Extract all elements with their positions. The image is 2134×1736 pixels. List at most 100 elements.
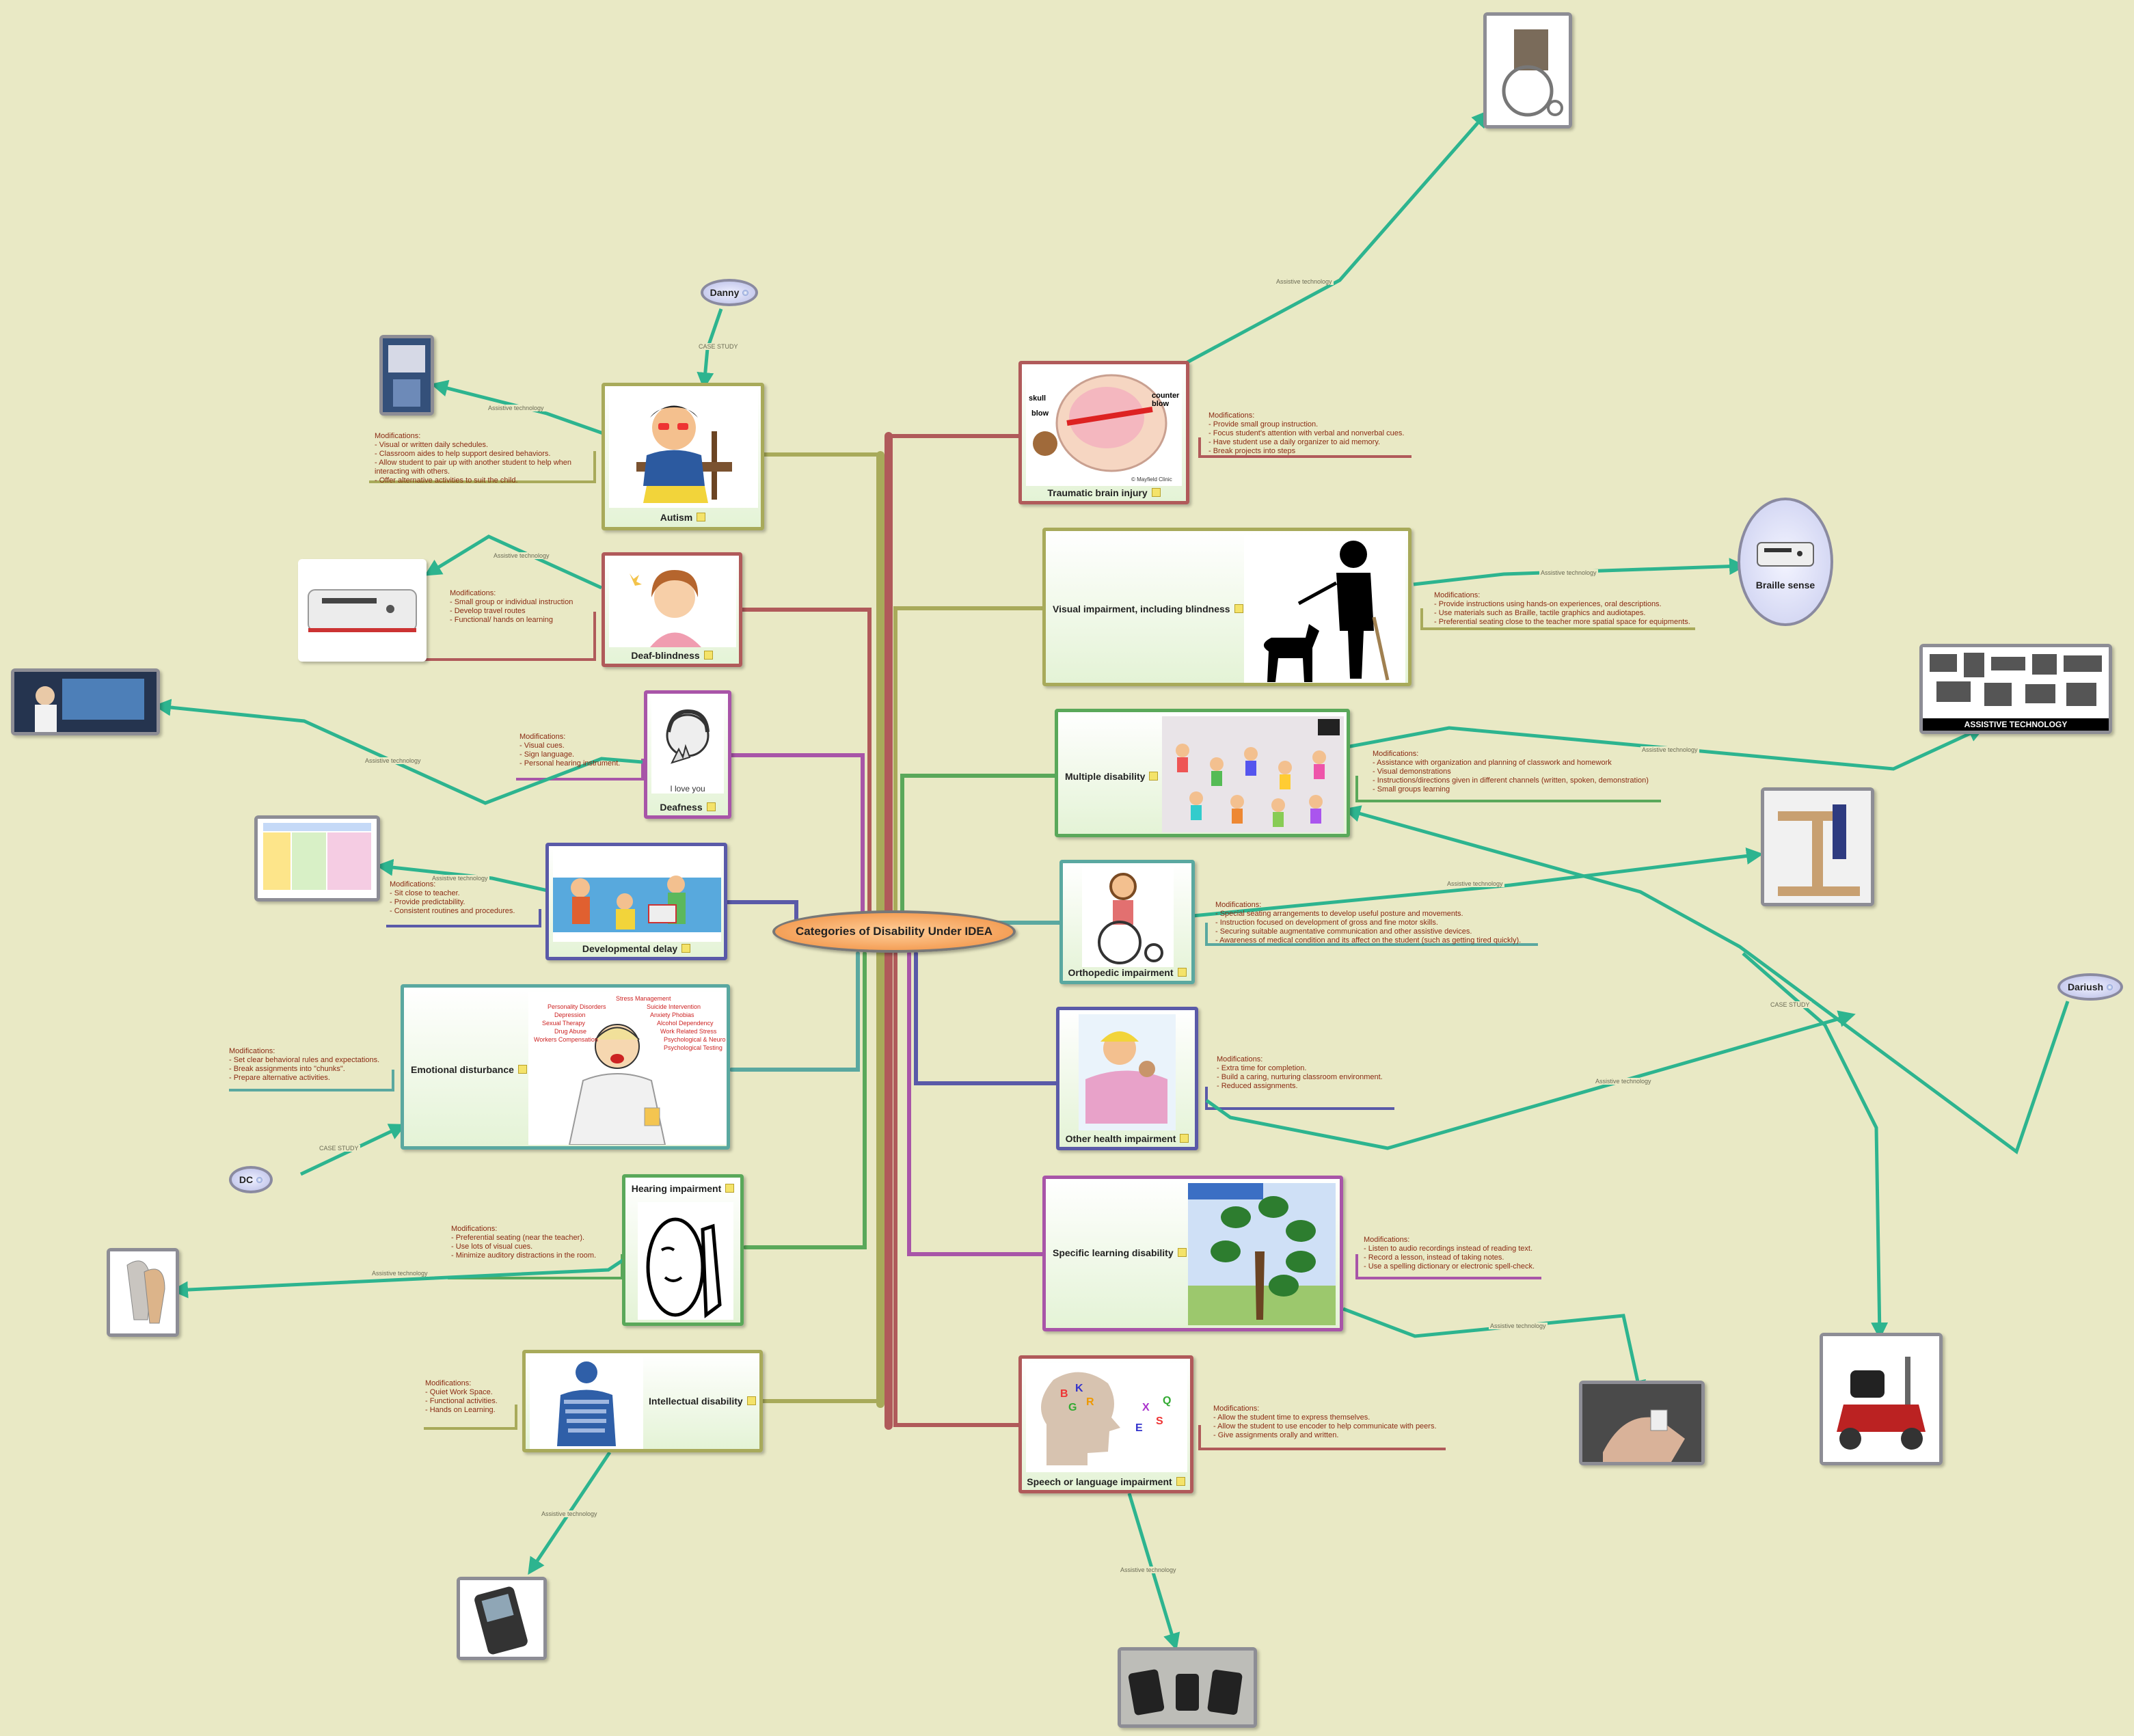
- topic-deafness[interactable]: I love you Deafness: [644, 690, 731, 819]
- note-icon: [697, 513, 706, 521]
- brain-injury-illustration: [1026, 368, 1182, 486]
- assistive-devices-collage: [1923, 647, 2109, 716]
- topic-intellectual-disability[interactable]: Intellectual disability: [522, 1350, 763, 1452]
- topic-orthopedic-impairment[interactable]: Orthopedic impairment: [1059, 860, 1195, 984]
- image-credit: © Mayfield Clinic: [1131, 476, 1172, 483]
- note-icon: [746, 1396, 756, 1405]
- topic-label: Speech or language impairment: [1022, 1476, 1190, 1487]
- assistive-caption: Assistive technology: [1119, 1567, 1178, 1573]
- assistive-caption: Assistive technology: [364, 757, 422, 764]
- modifications-deaf-blindness: Modifications:- Small group or individua…: [450, 589, 573, 624]
- topic-label: Hearing impairment: [625, 1183, 740, 1194]
- modifications-autism: Modifications:- Visual or written daily …: [375, 432, 572, 485]
- modifications-speech-language-impairment: Modifications:- Allow the student time t…: [1213, 1405, 1437, 1439]
- central-topic[interactable]: Categories of Disability Under IDEA: [772, 910, 1016, 953]
- note-icon: [1176, 1477, 1185, 1486]
- topic-label: Specific learning disability: [1053, 1247, 1187, 1258]
- case-study-danny[interactable]: Danny: [701, 279, 758, 306]
- finger-ring-device-photo: [1582, 1384, 1701, 1462]
- hand-to-ear-illustration: [638, 1202, 733, 1320]
- case-study-dc[interactable]: DC: [229, 1166, 273, 1193]
- topic-hearing-impairment[interactable]: Hearing impairment: [622, 1174, 744, 1326]
- mobility-scooter-thumbnail[interactable]: [1820, 1333, 1943, 1465]
- modifications-intellectual-disability: Modifications:- Quiet Work Space.- Funct…: [425, 1379, 498, 1414]
- modifications-orthopedic-impairment: Modifications:- Special seating arrangem…: [1215, 901, 1522, 945]
- poster-caption: ASSISTIVE TECHNOLOGY: [1923, 718, 2109, 731]
- braille-sense-topic[interactable]: Braille sense: [1738, 498, 1833, 626]
- audio-players-photo: [1121, 1651, 1254, 1724]
- note-icon: [1234, 604, 1243, 613]
- assistive-caption: Assistive technology: [370, 1270, 429, 1277]
- child-sad-illustration: [609, 390, 758, 508]
- hearing-aid-photo: [110, 1251, 176, 1333]
- case-study-caption: CASE STUDY: [1769, 1001, 1811, 1008]
- note-icon: [1177, 1248, 1187, 1257]
- modifications-multiple-disability: Modifications:- Assistance with organiza…: [1373, 750, 1649, 794]
- case-study-dariush[interactable]: Dariush: [2057, 973, 2123, 1001]
- svg-text:S: S: [1156, 1415, 1163, 1427]
- topic-emotional-disturbance[interactable]: Emotional disturbance Stress Management …: [401, 984, 730, 1150]
- assistive-device-thumbnail[interactable]: [11, 668, 160, 735]
- topic-autism[interactable]: Autism: [602, 383, 764, 530]
- hearing-aid-thumbnail[interactable]: [107, 1248, 179, 1337]
- case-study-caption: CASE STUDY: [697, 343, 740, 350]
- wheelchair-thumbnail[interactable]: [1483, 12, 1572, 128]
- children-playing-illustration: [553, 850, 721, 942]
- topic-label: Developmental delay: [549, 943, 724, 954]
- note-icon: [1149, 772, 1159, 781]
- note-icon: [517, 1065, 527, 1074]
- finger-device-thumbnail[interactable]: [1579, 1381, 1705, 1465]
- assistive-caption: Assistive technology: [487, 405, 545, 411]
- assistive-device-thumbnail[interactable]: [254, 815, 380, 901]
- sign-language-illustration: [651, 698, 724, 794]
- topic-multiple-disability[interactable]: Multiple disability: [1055, 709, 1350, 837]
- topic-label: Other health impairment: [1059, 1133, 1195, 1144]
- topic-deaf-blindness[interactable]: Deaf-blindness: [602, 552, 742, 667]
- topic-label: Intellectual disability: [649, 1396, 756, 1407]
- letter-board-photo: [258, 819, 377, 898]
- braille-display-photo: [301, 562, 423, 658]
- topic-label: Visual impairment, including blindness: [1053, 603, 1243, 614]
- image-terms: Stress Management Personality Disorders …: [534, 995, 726, 1051]
- mobility-scooter-photo: [1823, 1336, 1939, 1462]
- info-dot-icon: [256, 1176, 263, 1183]
- assistive-caption: Assistive technology: [1275, 278, 1334, 285]
- person-at-screen-photo: [14, 672, 157, 732]
- image-label: counter blow: [1152, 392, 1180, 408]
- topic-other-health-impairment[interactable]: Other health impairment: [1056, 1007, 1198, 1150]
- braille-display-thumbnail[interactable]: [298, 559, 427, 662]
- standing-frame-photo: [1764, 791, 1871, 903]
- handheld-device-photo: [460, 1580, 543, 1657]
- assistive-technology-collage-thumbnail[interactable]: ASSISTIVE TECHNOLOGY: [1919, 644, 2112, 734]
- topic-traumatic-brain-injury[interactable]: skull blow counter blow © Mayfield Clini…: [1018, 361, 1189, 504]
- svg-text:E: E: [1135, 1422, 1143, 1434]
- topic-specific-learning-disability[interactable]: Specific learning disability: [1042, 1176, 1343, 1331]
- svg-text:R: R: [1086, 1396, 1094, 1408]
- sick-child-in-bed-illustration: [1079, 1014, 1176, 1130]
- audio-players-thumbnail[interactable]: [1118, 1647, 1257, 1728]
- image-label: blow: [1031, 409, 1049, 418]
- word-cloud-figure: [530, 1357, 643, 1449]
- topic-visual-impairment[interactable]: Visual impairment, including blindness: [1042, 528, 1412, 686]
- note-icon: [703, 651, 713, 660]
- modifications-hearing-impairment: Modifications:- Preferential seating (ne…: [451, 1225, 597, 1260]
- assistive-device-thumbnail[interactable]: [379, 335, 434, 416]
- topic-developmental-delay[interactable]: Developmental delay: [545, 843, 727, 960]
- modifications-developmental-delay: Modifications:- Sit close to teacher.- P…: [390, 880, 515, 915]
- note-icon: [681, 944, 691, 953]
- left-branches: [722, 452, 884, 1403]
- topic-label: Emotional disturbance: [411, 1064, 527, 1075]
- stressed-man-illustration: [528, 992, 727, 1145]
- wheelchair-photo: [1487, 16, 1569, 125]
- standing-desk-thumbnail[interactable]: [1761, 787, 1874, 906]
- note-icon: [1177, 968, 1187, 977]
- assistive-caption: Assistive technology: [540, 1510, 599, 1517]
- communication-board-photo: [383, 338, 431, 412]
- braille-device-icon: [1757, 542, 1814, 567]
- handheld-device-thumbnail[interactable]: [457, 1577, 547, 1660]
- assistive-caption: Assistive technology: [492, 552, 551, 559]
- assistive-caption: Assistive technology: [1640, 746, 1699, 753]
- girl-listening-illustration: [609, 560, 736, 647]
